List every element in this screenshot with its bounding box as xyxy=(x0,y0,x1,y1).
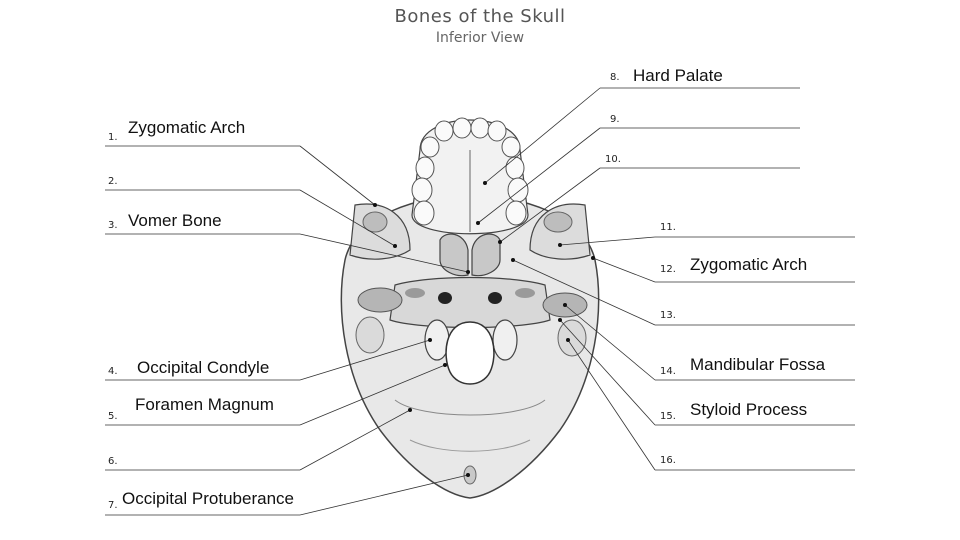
label-number: 14. xyxy=(660,366,676,377)
label-text: Zygomatic Arch xyxy=(690,255,807,275)
label-number: 1. xyxy=(108,132,118,143)
label-number: 10. xyxy=(605,154,621,165)
label-text: Occipital Condyle xyxy=(137,358,269,378)
label-number: 4. xyxy=(108,366,118,377)
label-number: 3. xyxy=(108,220,118,231)
label-text: Zygomatic Arch xyxy=(128,118,245,138)
label-text: Foramen Magnum xyxy=(135,395,274,415)
label-number: 16. xyxy=(660,455,676,466)
label-number: 6. xyxy=(108,456,118,467)
label-number: 8. xyxy=(610,72,620,83)
label-number: 15. xyxy=(660,411,676,422)
label-number: 13. xyxy=(660,310,676,321)
label-number: 5. xyxy=(108,411,118,422)
basilar-region xyxy=(390,278,550,328)
label-number: 11. xyxy=(660,222,676,233)
label-text: Vomer Bone xyxy=(128,211,222,231)
label-number: 2. xyxy=(108,176,118,187)
label-text: Occipital Protuberance xyxy=(122,489,294,509)
label-number: 9. xyxy=(610,114,620,125)
label-text: Mandibular Fossa xyxy=(690,355,825,375)
label-text: Styloid Process xyxy=(690,400,807,420)
label-text: Hard Palate xyxy=(633,66,723,86)
label-number: 7. xyxy=(108,500,118,511)
condyle-right xyxy=(493,320,517,360)
label-number: 12. xyxy=(660,264,676,275)
foramen-magnum xyxy=(446,322,494,384)
diagram-subtitle: Inferior View xyxy=(380,30,580,46)
diagram-title: Bones of the Skull xyxy=(380,6,580,27)
